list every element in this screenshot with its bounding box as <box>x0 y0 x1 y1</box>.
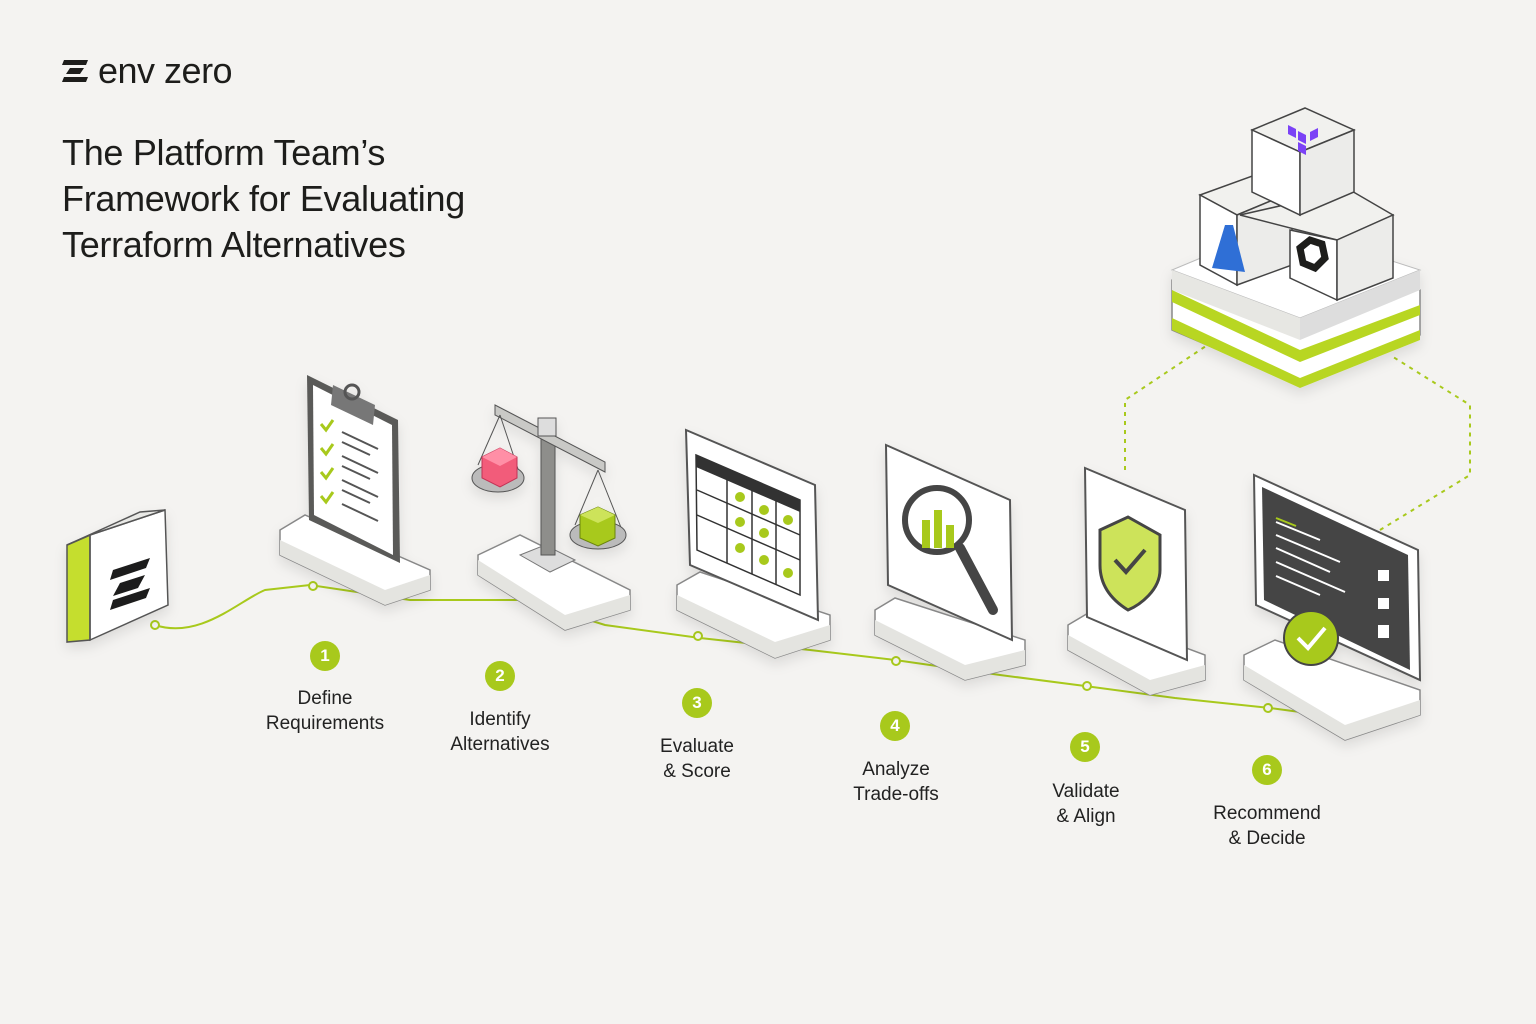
step-4-line1: Analyze <box>862 759 930 780</box>
magnifier-chart-icon <box>874 443 1026 681</box>
scoring-grid-icon <box>676 428 831 659</box>
step-1-label: Define Requirements <box>235 686 415 736</box>
env-zero-logo-icon <box>62 60 88 82</box>
clipboard-checklist-icon <box>279 375 431 606</box>
azure-icon <box>1212 225 1245 272</box>
step-2-label: Identify Alternatives <box>410 707 590 757</box>
step-4-label: Analyze Trade-offs <box>806 757 986 807</box>
step-6-line1: Recommend <box>1213 803 1321 824</box>
balance-scale-icon <box>471 404 631 631</box>
step-4-line2: Trade-offs <box>853 784 939 805</box>
step-6-line2: & Decide <box>1228 828 1306 849</box>
step-3-label: Evaluate & Score <box>607 734 787 784</box>
brand-name: env zero <box>98 50 233 91</box>
step-2-badge: 2 <box>485 661 515 691</box>
step-3-badge: 3 <box>682 688 712 718</box>
title-line-3: Terraform Alternatives <box>62 224 406 265</box>
step-2-line1: Identify <box>469 709 531 730</box>
step-6-label: Recommend & Decide <box>1177 801 1357 851</box>
step-5-label: Validate & Align <box>996 779 1176 829</box>
title-line-1: The Platform Team’s <box>62 132 386 173</box>
step-3-line1: Evaluate <box>660 736 734 757</box>
env-zero-cube-icon <box>66 508 169 643</box>
terraform-cube <box>1250 107 1356 217</box>
step-5-line2: & Align <box>1056 806 1116 827</box>
terraform-icon <box>1288 125 1318 155</box>
step-2-line2: Alternatives <box>450 734 550 755</box>
opentofu-cube <box>1239 189 1395 302</box>
step-4-badge: 4 <box>880 711 910 741</box>
step-5-badge: 5 <box>1070 732 1100 762</box>
step-5-line1: Validate <box>1052 781 1120 802</box>
step-6-badge: 6 <box>1252 755 1282 785</box>
brand-logo: env zero <box>60 50 233 92</box>
step-3-line2: & Score <box>663 761 731 782</box>
stack-connector-right <box>1379 354 1471 531</box>
step-1-line2: Requirements <box>265 713 385 734</box>
title-line-2: Framework for Evaluating <box>62 178 465 219</box>
opentofu-icon <box>1296 236 1329 273</box>
step-1-line1: Define <box>297 688 353 709</box>
stack-connector-left <box>1124 339 1216 470</box>
page-title: The Platform Team’s Framework for Evalua… <box>62 130 522 268</box>
monitor-decision-icon <box>1243 473 1422 741</box>
step-1-badge: 1 <box>310 641 340 671</box>
shield-check-icon <box>1067 466 1206 696</box>
